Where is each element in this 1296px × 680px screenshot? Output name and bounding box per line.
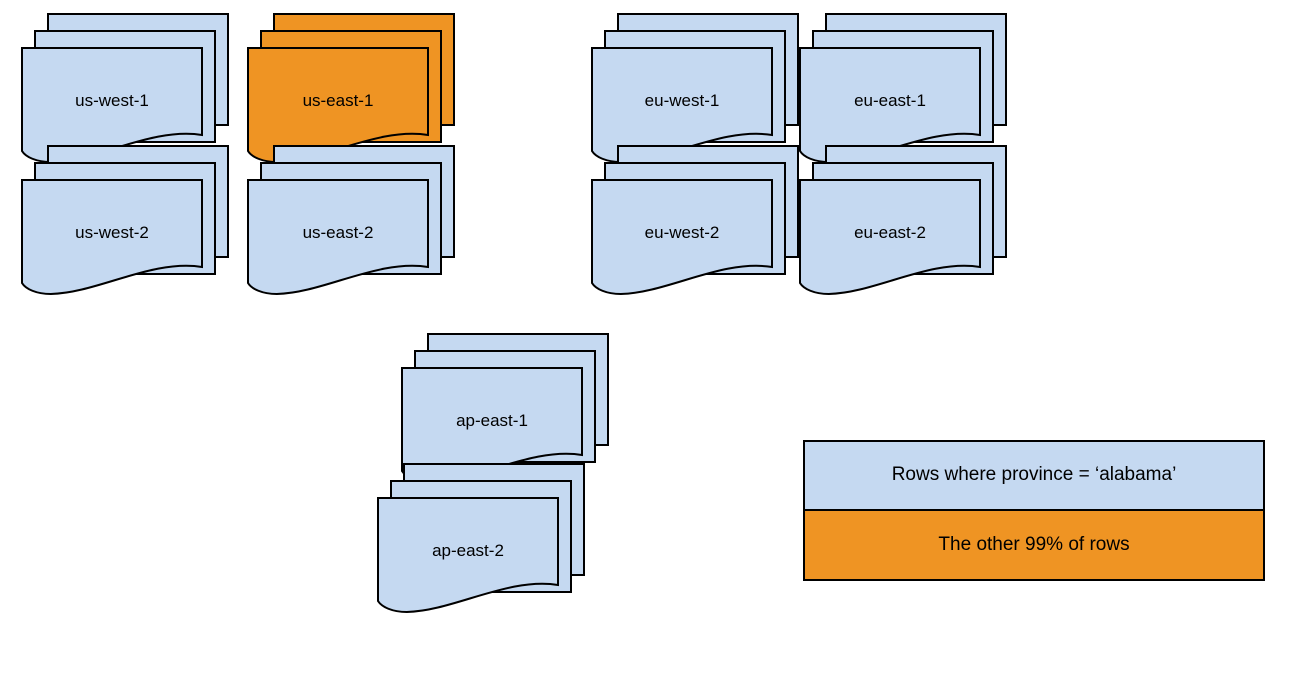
stack-us-west-2[interactable]: us-west-2 bbox=[21, 145, 229, 296]
stack-layer-front bbox=[799, 179, 981, 296]
stack-ap-east-2[interactable]: ap-east-2 bbox=[377, 463, 585, 614]
stack-layer-front bbox=[591, 179, 773, 296]
stack-us-west-1[interactable]: us-west-1 bbox=[21, 13, 229, 164]
stack-layer-front bbox=[21, 47, 203, 164]
stack-layer-front bbox=[377, 497, 559, 614]
stack-eu-west-1[interactable]: eu-west-1 bbox=[591, 13, 799, 164]
stack-us-east-1[interactable]: us-east-1 bbox=[247, 13, 455, 164]
stack-ap-east-1[interactable]: ap-east-1 bbox=[401, 333, 609, 484]
stack-layer-front bbox=[591, 47, 773, 164]
stack-layer-front bbox=[247, 47, 429, 164]
legend-row-blue: Rows where province = ‘alabama’ bbox=[805, 442, 1263, 511]
stack-us-east-2[interactable]: us-east-2 bbox=[247, 145, 455, 296]
stack-layer-front bbox=[21, 179, 203, 296]
legend: Rows where province = ‘alabama’ The othe… bbox=[803, 440, 1265, 581]
stack-eu-east-1[interactable]: eu-east-1 bbox=[799, 13, 1007, 164]
stack-layer-front bbox=[799, 47, 981, 164]
legend-row-orange: The other 99% of rows bbox=[805, 510, 1263, 579]
stack-layer-front bbox=[247, 179, 429, 296]
stack-eu-east-2[interactable]: eu-east-2 bbox=[799, 145, 1007, 296]
stack-eu-west-2[interactable]: eu-west-2 bbox=[591, 145, 799, 296]
